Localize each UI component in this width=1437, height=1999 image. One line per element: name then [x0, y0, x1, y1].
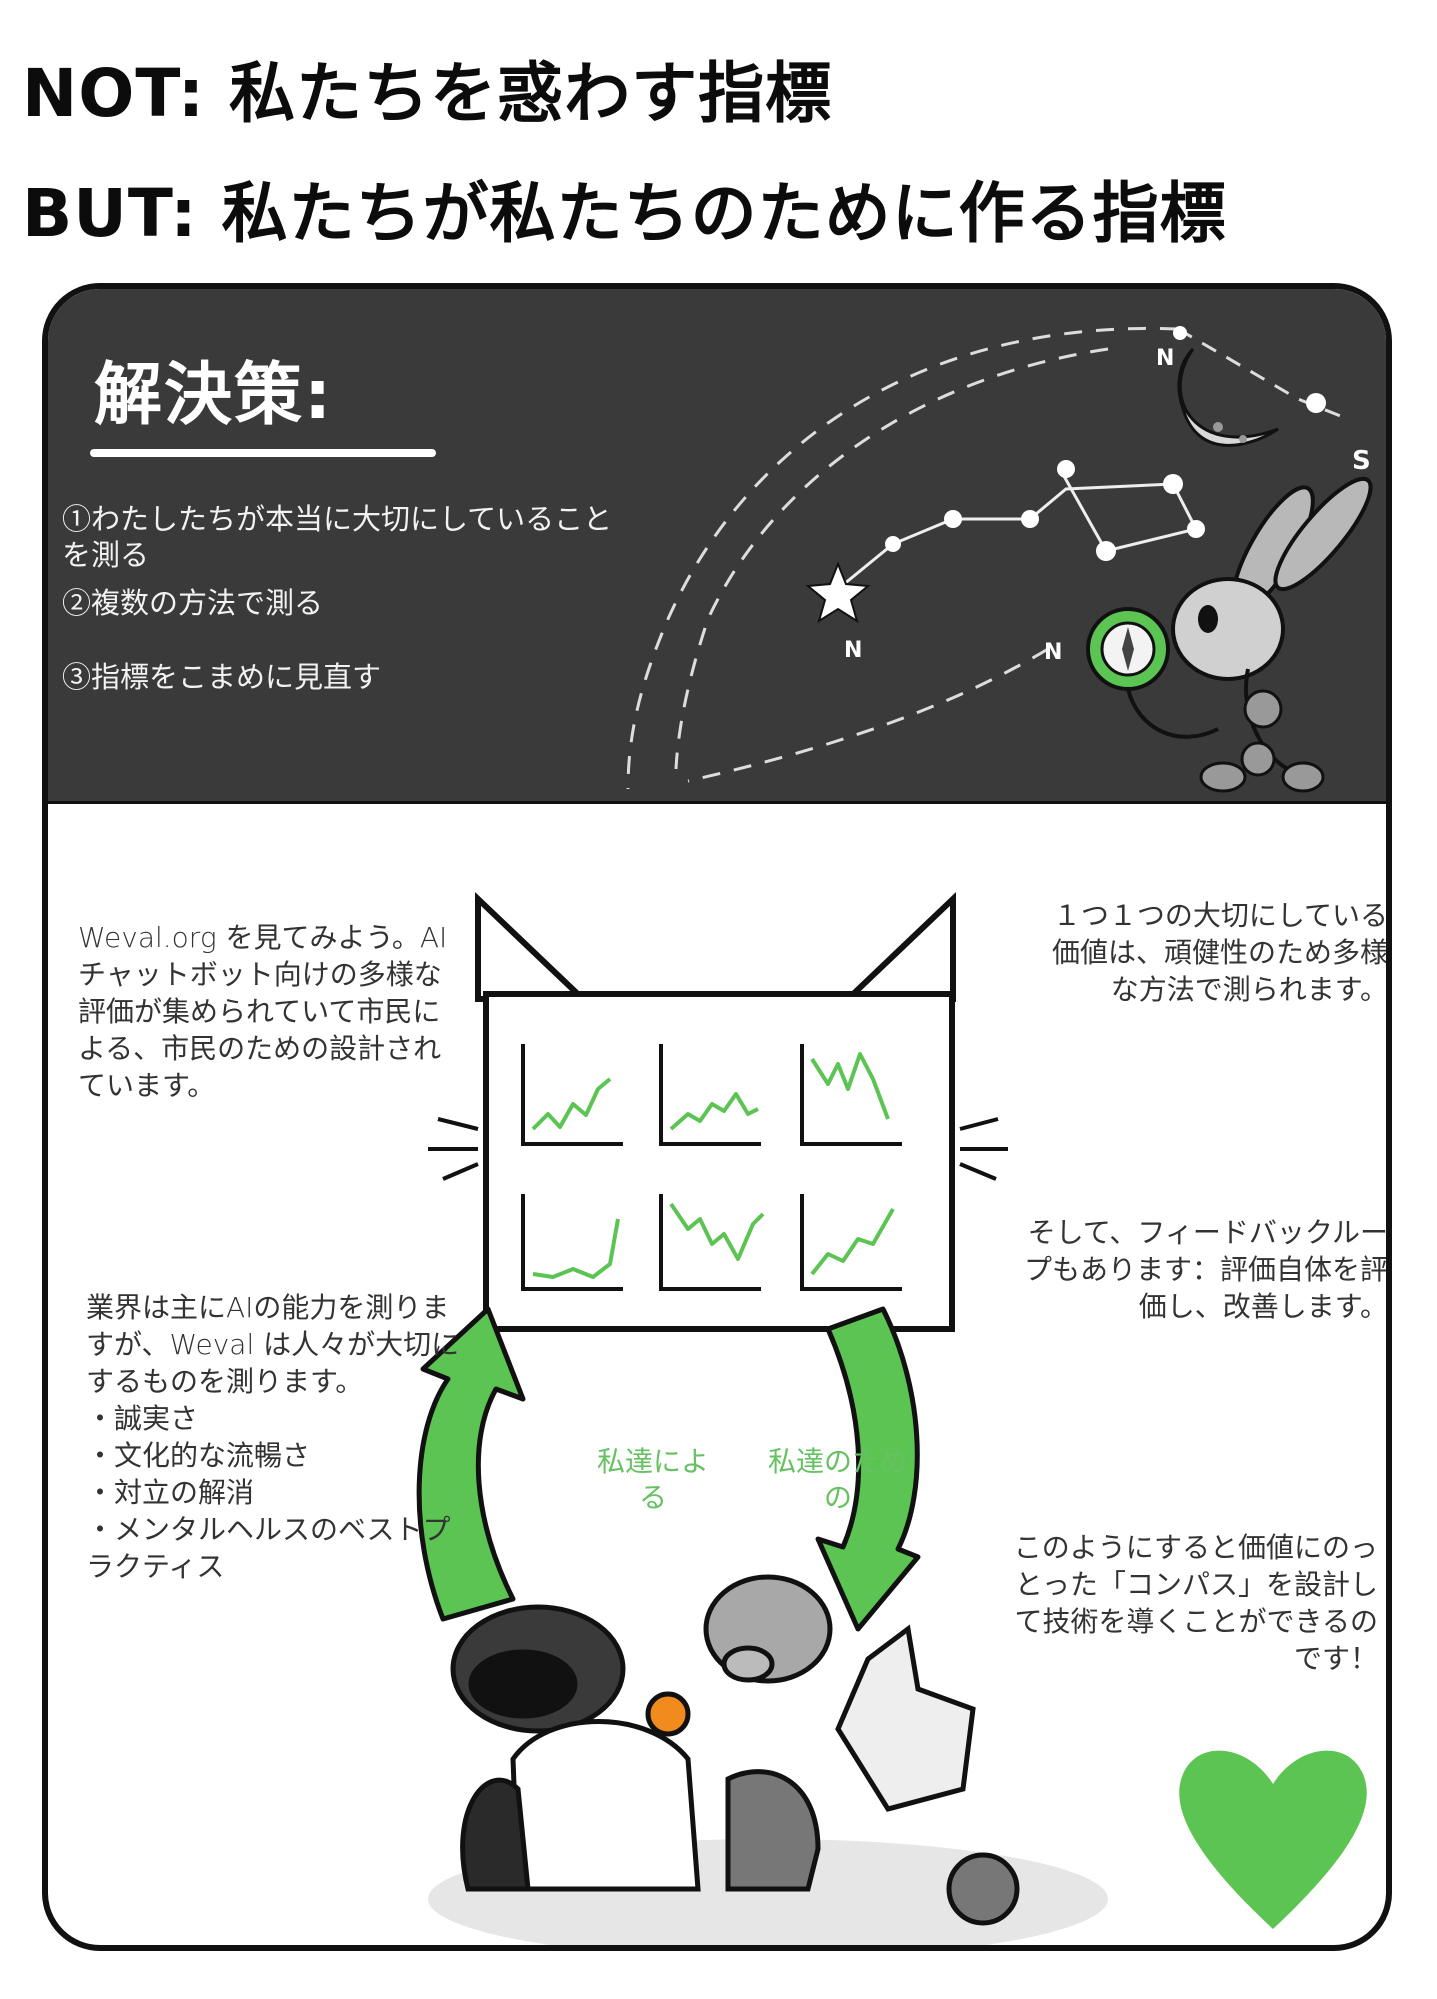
industry-bullet-list: ・誠実さ ・文化的な流暢さ ・対立の解消 ・メンタルヘルスのベストプラクティス — [86, 1400, 466, 1585]
solution-step-3: ③指標をこまめに見直す — [62, 660, 382, 694]
solution-title: 解決策: — [94, 356, 334, 435]
moon-icon — [1177, 347, 1279, 447]
star-icon — [805, 561, 871, 624]
note-industry-text: 業界は主にAIの能力を測りますが、Weval は人々が大切にするものを測ります。 — [86, 1291, 460, 1398]
note-weval: Weval.org を見てみよう。AIチャットボット向けの多様な評価が集められて… — [78, 921, 448, 1102]
star-dots — [885, 326, 1326, 561]
title-underline — [90, 449, 436, 457]
compass-icon — [1086, 607, 1219, 739]
note-values: １つ１つの大切にしている価値は、頑健性のため多様な方法で測られます。 — [1051, 899, 1388, 1006]
note-compass: このようにすると価値にのっとった「コンパス」を設計して技術を導くことができるので… — [1013, 1531, 1378, 1675]
note-feedback: そして、フィードバックループもあります：評価自体を評価し、改善します。 — [1023, 1216, 1388, 1323]
compass-label-n2: N — [844, 638, 862, 663]
bullet-item: ・文化的な流暢さ — [86, 1439, 311, 1472]
compass-label-n3: N — [1044, 640, 1062, 665]
bullet-item: ・メンタルヘルスのベストプラクティス — [86, 1513, 451, 1583]
arrow-label-by: 私達による — [596, 1445, 709, 1514]
bullet-item: ・誠実さ — [86, 1402, 199, 1435]
note-industry: 業界は主にAIの能力を測りますが、Weval は人々が大切にするものを測ります。… — [86, 1289, 466, 1585]
solution-step-2: ②複数の方法で測る — [62, 586, 324, 620]
mini-trend-lines — [531, 1052, 895, 1279]
cycle-arrow-up — [416, 1306, 526, 1622]
compass-label-s: S — [1352, 446, 1371, 476]
solution-step-1: ①わたしたちが本当に大切にしていることを測る — [62, 502, 613, 572]
rabbit-character — [1171, 476, 1373, 793]
cycle-arrow-down — [815, 1306, 921, 1632]
cat-board — [428, 892, 1008, 1332]
bullet-item: ・対立の解消 — [86, 1476, 255, 1509]
characters-group — [428, 1574, 1108, 1945]
night-sky-section: N S N N 解決策: ①わたしたちが本当に大切にしていることを測る ②複数の… — [48, 289, 1386, 804]
weval-illustration — [416, 892, 1367, 1945]
headline-not: NOT: 私たちを惑わす指標 — [22, 55, 833, 132]
headline-but: BUT: 私たちが私たちのために作る指標 — [22, 175, 1227, 252]
constellation-illustration: N S N N — [626, 326, 1373, 793]
heart-icon — [1179, 1750, 1367, 1929]
comic-panel: N S N N 解決策: ①わたしたちが本当に大切にしていることを測る ②複数の… — [42, 283, 1392, 1951]
compass-label-n1: N — [1156, 346, 1174, 371]
arrow-label-for: 私達のための — [768, 1445, 909, 1514]
